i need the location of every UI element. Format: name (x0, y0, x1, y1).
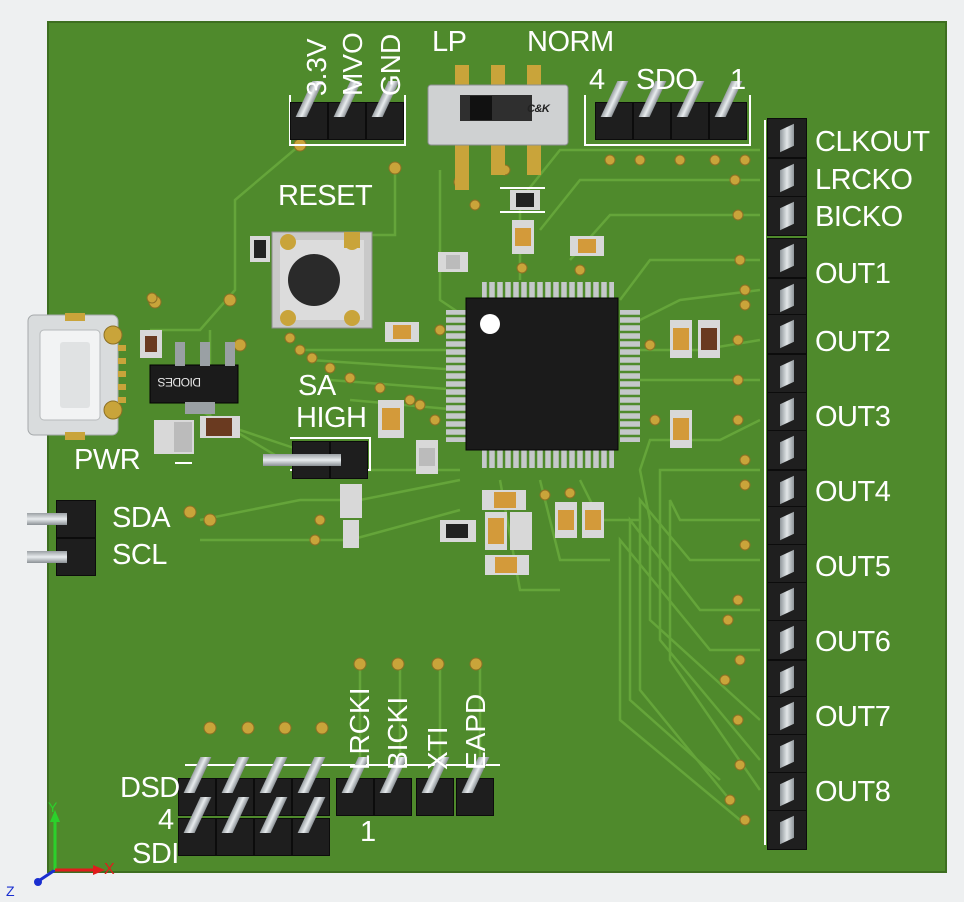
label-sda: SDA (112, 502, 171, 534)
header-pin[interactable] (767, 810, 807, 850)
axis-z-label: Z (6, 883, 15, 899)
axis-y-label: Y (48, 799, 57, 815)
label-out6: OUT6 (815, 626, 891, 658)
label-dsd-4: 4 (158, 804, 174, 836)
header-pin[interactable] (709, 102, 747, 140)
label-mvo: MVO (337, 32, 368, 96)
header-pin[interactable] (767, 772, 807, 812)
header-pin[interactable] (336, 778, 374, 816)
reset-button[interactable] (271, 231, 373, 329)
label-gnd: GND (375, 33, 406, 96)
header-pin[interactable] (178, 818, 216, 856)
header-pin[interactable] (416, 778, 454, 816)
header-pin[interactable] (374, 778, 412, 816)
label-out7: OUT7 (815, 701, 891, 733)
axis-gizmo (34, 810, 105, 886)
label-lrcko: LRCKO (815, 164, 913, 196)
label-lrcki: LRCKI (344, 687, 375, 770)
header-pin[interactable] (767, 196, 807, 236)
header-pin[interactable] (767, 506, 807, 546)
lp-norm-slide-switch[interactable] (427, 65, 569, 190)
switch-brand-logo: C&K (527, 103, 550, 115)
label-xti: XTI (422, 726, 453, 770)
header-pin-scl[interactable] (27, 538, 96, 576)
label-sdo: SDO (636, 64, 698, 96)
label-norm: NORM (527, 26, 614, 58)
header-pin[interactable] (328, 102, 366, 140)
header-pin[interactable] (767, 278, 807, 318)
header-pin[interactable] (767, 470, 807, 510)
label-dsd: DSD (120, 772, 180, 804)
label-3v3: 3.3V (301, 38, 332, 96)
header-pin[interactable] (595, 102, 633, 140)
header-pin[interactable] (633, 102, 671, 140)
header-pin[interactable] (767, 660, 807, 700)
label-out3: OUT3 (815, 401, 891, 433)
label-pwr: PWR (74, 444, 141, 476)
jumper-pin[interactable] (301, 441, 368, 479)
main-ic-chip (446, 282, 640, 468)
header-pin-sda[interactable] (27, 500, 96, 538)
header-pin[interactable] (767, 582, 807, 622)
label-sdi: SDI (132, 838, 179, 870)
header-pin[interactable] (767, 430, 807, 470)
label-out2: OUT2 (815, 326, 891, 358)
header-pin[interactable] (767, 354, 807, 394)
label-sdo-1: 1 (730, 64, 746, 96)
header-pin[interactable] (366, 102, 404, 140)
header-pin[interactable] (767, 158, 807, 198)
regulator-marking: DIODES (158, 375, 202, 389)
label-eapd: EAPD (460, 693, 491, 770)
axis-x-label: X (104, 861, 115, 878)
label-clkout: CLKOUT (815, 126, 930, 158)
label-high: HIGH (296, 402, 367, 434)
usb-connector (27, 313, 126, 440)
smd-components (140, 190, 720, 575)
header-pin[interactable] (767, 696, 807, 736)
label-reset: RESET (278, 180, 373, 212)
header-pin[interactable] (767, 392, 807, 432)
label-out5: OUT5 (815, 551, 891, 583)
header-pin[interactable] (767, 238, 807, 278)
header-pin[interactable] (671, 102, 709, 140)
header-pin[interactable] (216, 818, 254, 856)
vias (146, 138, 751, 826)
header-pin[interactable] (767, 734, 807, 774)
header-pin[interactable] (290, 102, 328, 140)
label-scl: SCL (112, 539, 167, 571)
label-lp: LP (432, 26, 467, 58)
label-out4: OUT4 (815, 476, 891, 508)
label-sa: SA (298, 370, 336, 402)
label-bicki: BICKI (382, 696, 413, 770)
voltage-regulator (149, 342, 239, 414)
label-out8: OUT8 (815, 776, 891, 808)
header-pin[interactable] (767, 620, 807, 660)
label-sdo-4: 4 (589, 64, 605, 96)
label-bicko: BICKO (815, 201, 903, 233)
header-pin[interactable] (292, 818, 330, 856)
header-pin[interactable] (767, 118, 807, 158)
label-bottom-1: 1 (360, 816, 376, 848)
header-pin[interactable] (767, 314, 807, 354)
label-out1: OUT1 (815, 258, 891, 290)
header-pin[interactable] (254, 818, 292, 856)
header-pin[interactable] (767, 544, 807, 584)
header-pin[interactable] (456, 778, 494, 816)
